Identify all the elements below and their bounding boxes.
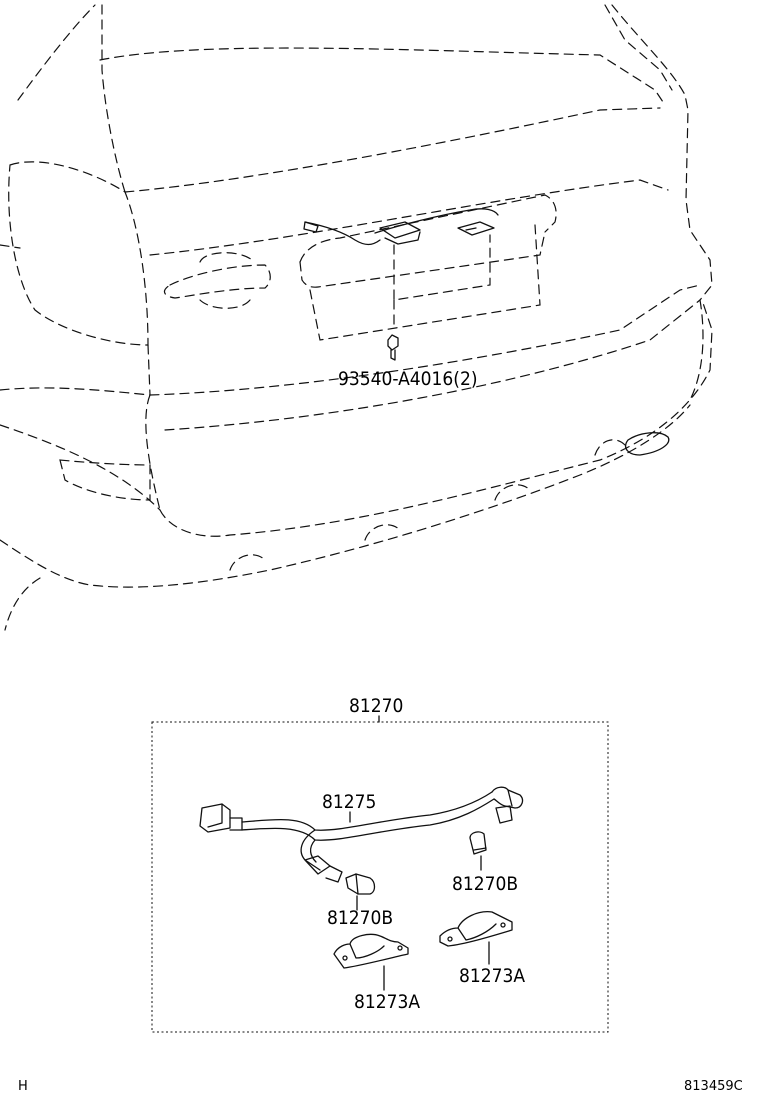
assembly-part-label: 81270 — [349, 695, 403, 717]
footer-left-code: H — [18, 1079, 28, 1094]
bulb-right-part-label: 81270B — [452, 873, 518, 895]
wire-harness — [199, 786, 524, 883]
footer-right-code: 813459C — [684, 1079, 743, 1094]
screw-part-label: 93540-A4016(2) — [338, 368, 478, 390]
lens-right — [439, 911, 513, 947]
license-lamp-installed — [303, 208, 499, 361]
lens-left — [333, 933, 409, 969]
lens-right-part-label: 81273A — [459, 965, 525, 987]
bulb-right — [469, 831, 487, 855]
vehicle-rear-outline — [0, 4, 713, 631]
assembly-box — [151, 721, 609, 1033]
bulb-left — [345, 873, 376, 895]
harness-part-label: 81275 — [322, 791, 376, 813]
bulb-left-part-label: 81270B — [327, 907, 393, 929]
lens-left-part-label: 81273A — [354, 991, 420, 1013]
